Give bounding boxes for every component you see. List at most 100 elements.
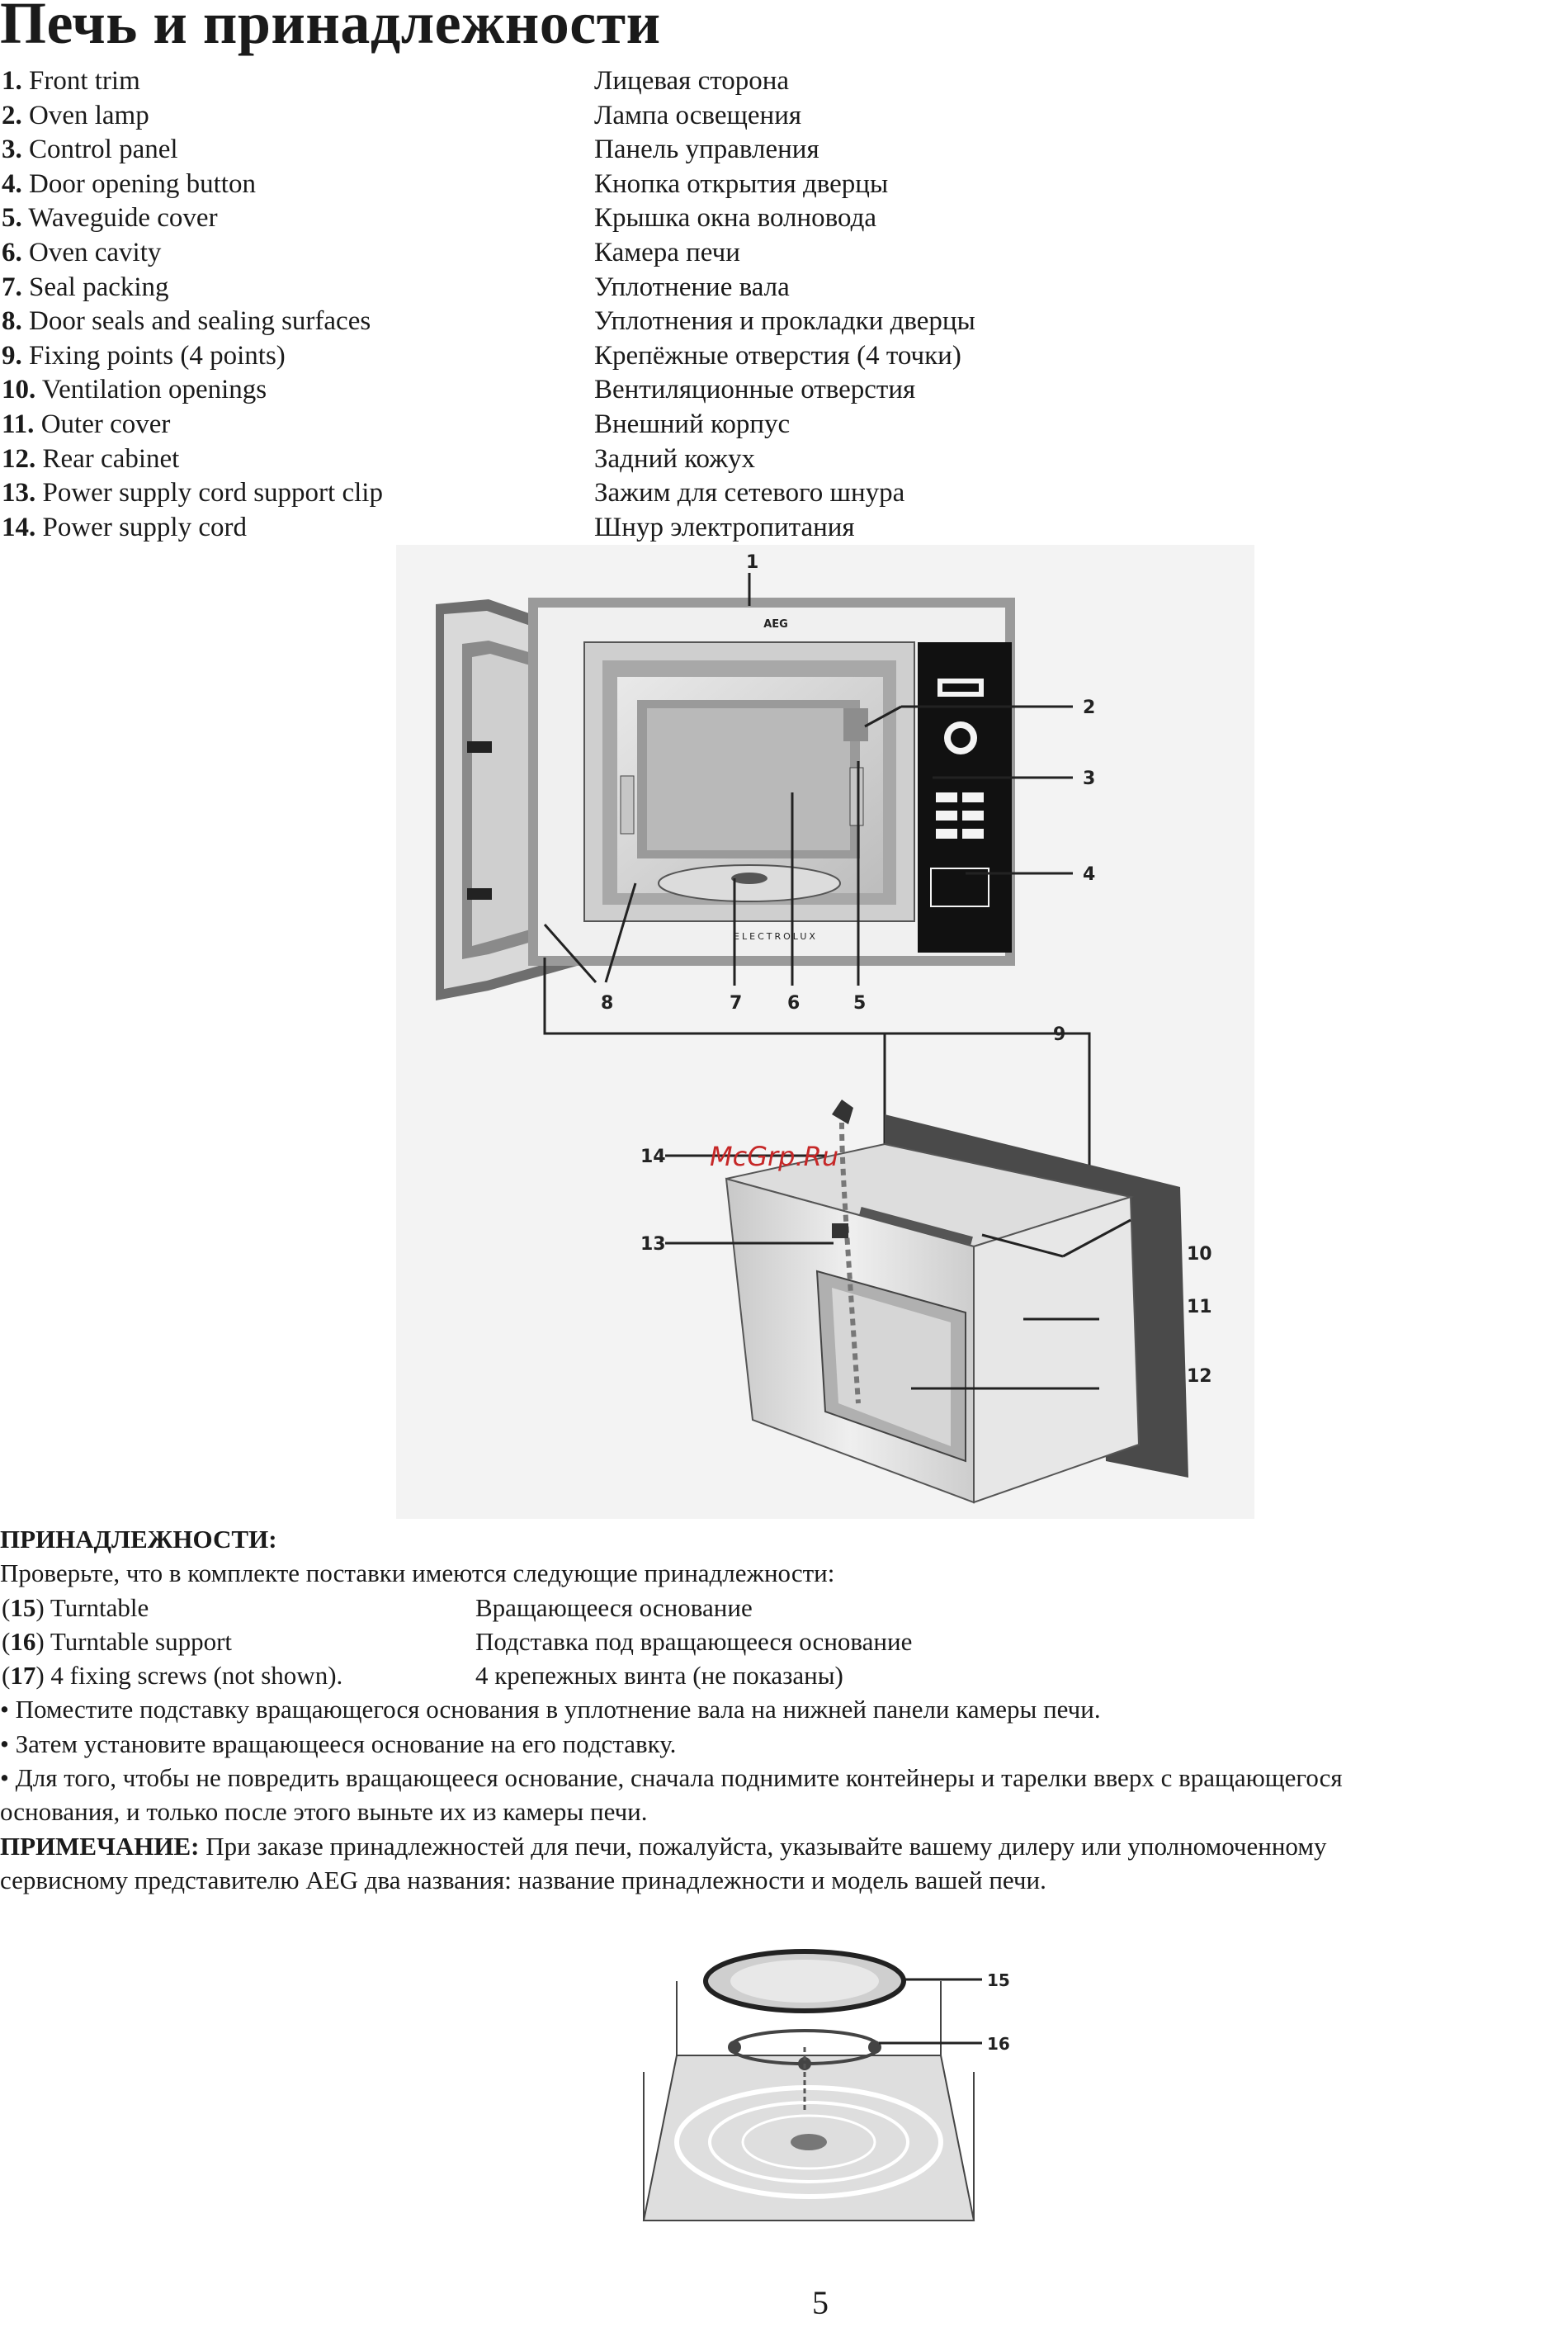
parts-list-item: 11. Outer cover Внешний корпус (0, 408, 1568, 442)
seal-packing (731, 873, 767, 884)
callout-number: 3 (1083, 769, 1095, 789)
part-name-en: Power supply cord (42, 512, 247, 542)
part-name-ru: Уплотнение вала (594, 272, 790, 302)
part-number: 8. (2, 306, 22, 337)
part-name-en: Front trim (29, 66, 140, 96)
part-name-ru: Шнур электропитания (594, 512, 855, 542)
accessory-number: 15 (10, 1592, 36, 1622)
part-number: 2. (2, 100, 22, 130)
callout-number: 12 (1187, 1366, 1212, 1387)
part-name-ru: Зажим для сетевого шнура (594, 478, 905, 508)
part-number: 11. (2, 409, 35, 439)
part-number: 4. (2, 168, 22, 199)
oven-diagram: AEG ELECTROLUX (396, 545, 1254, 1519)
callout-number: 5 (853, 993, 866, 1014)
turntable (703, 1949, 906, 2013)
ventilation-openings (859, 1207, 973, 1245)
parts-list-item: 1. Front trim Лицевая сторона (0, 64, 1568, 99)
part-number: 1. (2, 66, 22, 96)
part-number: 13. (2, 478, 36, 508)
part-name-ru: Вентиляционные отверстия (594, 375, 916, 405)
part-name-ru: Крепёжные отверстия (4 точки) (594, 340, 961, 371)
part-number: 10. (2, 375, 36, 405)
part-number: 6. (2, 237, 22, 267)
parts-list-item: 6. Oven cavity Камера печи (0, 236, 1568, 271)
cord-support-clip (832, 1223, 848, 1238)
part-name-ru: Камера печи (594, 237, 740, 267)
part-name-en: Oven cavity (29, 237, 162, 267)
part-name-en: Power supply cord support clip (42, 478, 383, 508)
accessory-item: (17) 4 fixing screws (not shown). 4 креп… (0, 1658, 1568, 1692)
note: ПРИМЕЧАНИЕ: При заказе принадлежностей д… (0, 1829, 1568, 1863)
oven-rear-view (725, 1100, 1188, 1504)
callout-number: 11 (1187, 1297, 1212, 1317)
accessory-name-en: 4 fixing screws (not shown). (50, 1661, 343, 1691)
watermark: McGrp.Ru (710, 1141, 838, 1172)
callout-number: 13 (640, 1234, 666, 1255)
parts-list-item: 10. Ventilation openings Вентиляционные … (0, 373, 1568, 408)
part-number: 12. (2, 443, 36, 474)
parts-list-item: 8. Door seals and sealing surfaces Уплот… (0, 305, 1568, 339)
part-number: 14. (2, 512, 36, 542)
turntable-callout-labels: 15 16 (987, 1970, 1010, 2054)
part-name-en: Door seals and sealing surfaces (29, 306, 371, 337)
accessory-number: 16 (10, 1626, 36, 1656)
accessory-name-ru: Подставка под вращающееся основание (475, 1626, 913, 1656)
part-name-en: Rear cabinet (42, 443, 180, 474)
parts-list-item: 4. Door opening button Кнопка открытия д… (0, 168, 1568, 202)
callout-number: 14 (640, 1147, 666, 1167)
part-name-en: Ventilation openings (41, 375, 267, 405)
parts-list-item: 3. Control panel Панель управления (0, 133, 1568, 168)
accessory-name-en: Turntable support (50, 1626, 233, 1656)
oven-front-view: AEG ELECTROLUX (436, 598, 1015, 1000)
part-name-en: Outer cover (40, 409, 171, 439)
accessory-item: (15) Turntable Вращающееся основание (0, 1591, 1568, 1625)
accessories-section: ПРИНАДЛЕЖНОСТИ: Проверьте, что в комплек… (0, 1522, 1568, 1897)
part-name-en: Oven lamp (29, 100, 149, 130)
note-label: ПРИМЕЧАНИЕ: (0, 1831, 200, 1861)
part-name-en: Seal packing (29, 272, 169, 302)
accessory-name-ru: Вращающееся основание (475, 1592, 753, 1622)
turntable-support (728, 2029, 881, 2113)
accessory-name-ru: 4 крепежных винта (не показаны) (475, 1661, 843, 1691)
part-name-ru: Кнопка открытия дверцы (594, 168, 889, 199)
callout-number: 4 (1083, 864, 1095, 885)
power-supply-cord (839, 1122, 861, 1404)
parts-list-item: 5. Waveguide cover Крышка окна волновода (0, 201, 1568, 236)
parts-list-item: 12. Rear cabinet Задний кожух (0, 442, 1568, 477)
brand-logo-top: AEG (763, 618, 788, 631)
door-opening-button (930, 868, 989, 907)
parts-list-item: 13. Power supply cord support clip Зажим… (0, 476, 1568, 511)
note-text: При заказе принадлежностей для печи, пож… (199, 1831, 1327, 1861)
part-name-ru: Уплотнения и прокладки дверцы (594, 306, 975, 337)
accessories-intro: Проверьте, что в комплекте поставки имею… (0, 1558, 835, 1588)
part-number: 9. (2, 340, 22, 371)
part-name-ru: Лампа освещения (594, 100, 802, 130)
part-name-ru: Панель управления (594, 135, 819, 165)
part-name-en: Waveguide cover (28, 203, 218, 234)
instruction-bullet-continued: основания, и только после этого выньте и… (0, 1797, 648, 1827)
callout-number: 1 (746, 552, 758, 573)
parts-list-item: 7. Seal packing Уплотнение вала (0, 271, 1568, 305)
parts-list-item: 14. Power supply cord Шнур электропитани… (0, 511, 1568, 546)
callout-number: 7 (730, 993, 742, 1014)
part-name-ru: Внешний корпус (594, 409, 791, 439)
callout-number: 8 (601, 993, 613, 1014)
callout-number: 16 (987, 2034, 1010, 2054)
instruction-bullet: • Затем установите вращающееся основание… (0, 1729, 677, 1758)
parts-list: 1. Front trim Лицевая сторона 2. Oven la… (0, 64, 1568, 545)
front-callout-labels: 1 2 3 4 5 6 7 8 9 (601, 552, 1095, 1045)
waveguide-cover (843, 708, 868, 741)
rear-callout-labels: 14 13 10 11 12 (640, 1147, 1212, 1387)
outer-cover (973, 1195, 1141, 1504)
turntable-diagram: 15 16 (627, 1932, 1040, 2245)
turntable-leader-lines (879, 1978, 982, 2045)
brand-logo-bottom: ELECTROLUX (734, 931, 818, 942)
part-name-ru: Крышка окна волновода (594, 203, 877, 234)
accessory-name-en: Turntable (50, 1592, 149, 1622)
part-name-ru: Лицевая сторона (594, 66, 790, 96)
parts-list-item: 9. Fixing points (4 points) Крепёжные от… (0, 339, 1568, 374)
part-number: 3. (2, 135, 22, 165)
accessory-number: 17 (10, 1661, 36, 1691)
part-number: 5. (2, 203, 22, 234)
